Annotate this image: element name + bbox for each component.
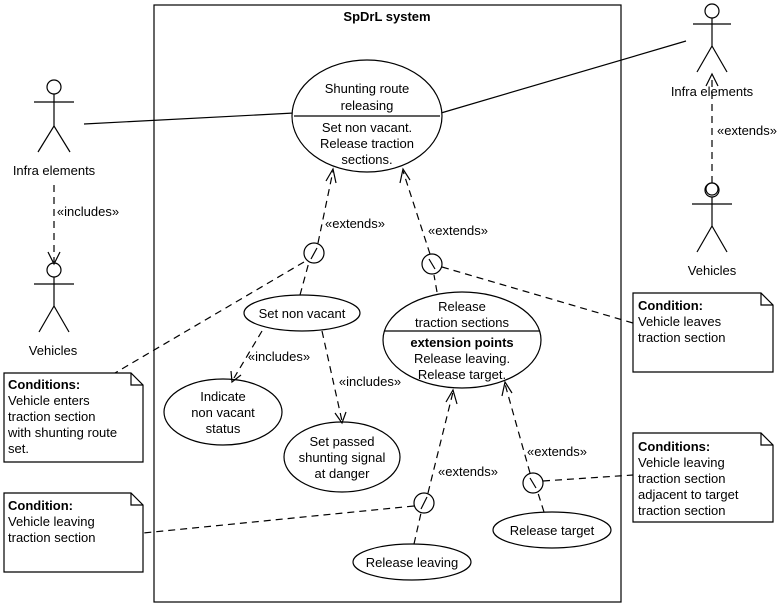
relation-includes-set-passed: «includes» bbox=[321, 330, 401, 425]
association-infra-left bbox=[83, 112, 295, 125]
note-vehicle-leaves-line-2: traction section bbox=[638, 330, 725, 345]
note-vehicle-leaving-line-1: Vehicle leaving bbox=[8, 514, 95, 529]
extension-point-release-leaving: Release leaving. bbox=[414, 351, 510, 366]
note-vehicle-enters-line-1: Vehicle enters bbox=[8, 393, 90, 408]
note-vehicle-leaving-line-2: traction section bbox=[8, 530, 95, 545]
extends-leaving-label: «extends» bbox=[438, 464, 498, 479]
note-vehicle-leaving-title: Condition: bbox=[8, 498, 73, 513]
use-case-release-target: Release target bbox=[492, 511, 612, 549]
note-vehicle-enters: Conditions: Vehicle enters traction sect… bbox=[3, 372, 144, 463]
relation-includes-actor: «includes» bbox=[47, 185, 119, 266]
set-passed-line-1: Set passed bbox=[309, 434, 374, 449]
relation-includes-indicate: «includes» bbox=[230, 330, 310, 384]
relation-extends-actor: «extends» bbox=[705, 72, 777, 196]
use-case-shunting-route-releasing: Shunting route releasing Set non vacant.… bbox=[291, 59, 443, 173]
relation-extends-release-leaving: «extends» bbox=[413, 388, 498, 545]
release-target-label: Release target bbox=[510, 523, 595, 538]
actor-vehicles-left-label: Vehicles bbox=[29, 343, 78, 358]
actor-vehicles-right-label: Vehicles bbox=[688, 263, 737, 278]
note-vehicle-enters-line-2: traction section bbox=[8, 409, 95, 424]
use-case-set-non-vacant: Set non vacant bbox=[243, 294, 361, 332]
use-case-release-leaving: Release leaving bbox=[352, 543, 472, 581]
note-connector-vehicle-enters bbox=[114, 261, 305, 374]
note-connector-vehicle-leaving-adjacent bbox=[542, 474, 634, 482]
extends-set-nv-label: «extends» bbox=[325, 216, 385, 231]
actor-infra-left-label: Infra elements bbox=[13, 163, 96, 178]
relation-extends-set-non-vacant: «extends» bbox=[299, 167, 385, 296]
note-vehicle-leaves: Condition: Vehicle leaves traction secti… bbox=[632, 292, 774, 373]
includes-actor-label: «includes» bbox=[57, 204, 119, 219]
use-case-indicate-non-vacant: Indicate non vacant status bbox=[163, 378, 283, 446]
note-connector-vehicle-leaves bbox=[441, 266, 634, 324]
note-vehicle-leaves-title: Condition: bbox=[638, 298, 703, 313]
shunting-name-line-2: releasing bbox=[341, 98, 394, 113]
shunting-detail-line-2: Release traction bbox=[320, 136, 414, 151]
release-traction-name-line-2: traction sections bbox=[415, 315, 509, 330]
actor-infra-right: Infra elements bbox=[671, 3, 754, 99]
note-vehicle-enters-line-3: with shunting route bbox=[7, 425, 117, 440]
actor-vehicles-right: Vehicles bbox=[688, 182, 737, 278]
relation-extends-release-traction: «extends» bbox=[399, 167, 488, 293]
actor-infra-left: Infra elements bbox=[13, 79, 96, 178]
system-title: SpDrL system bbox=[343, 9, 430, 24]
note-vehicle-leaves-line-1: Vehicle leaves bbox=[638, 314, 722, 329]
release-leaving-label: Release leaving bbox=[366, 555, 459, 570]
includes-indicate-label: «includes» bbox=[248, 349, 310, 364]
note-vehicle-leaving-adjacent-title: Conditions: bbox=[638, 439, 710, 454]
use-case-release-traction-sections: Release traction sections extension poin… bbox=[382, 291, 542, 389]
shunting-name-line-1: Shunting route bbox=[325, 81, 410, 96]
note-connector-vehicle-leaving bbox=[142, 505, 415, 534]
indicate-line-1: Indicate bbox=[200, 389, 246, 404]
release-traction-name-line-1: Release bbox=[438, 299, 486, 314]
actor-vehicles-left: Vehicles bbox=[29, 262, 78, 358]
relation-extends-release-target: «extends» bbox=[501, 380, 587, 513]
extension-points-header: extension points bbox=[410, 335, 513, 350]
indicate-line-3: status bbox=[206, 421, 241, 436]
set-passed-line-2: shunting signal bbox=[299, 450, 386, 465]
actor-infra-right-label: Infra elements bbox=[671, 84, 754, 99]
extension-point-release-target: Release target. bbox=[418, 367, 506, 382]
extends-actor-label: «extends» bbox=[717, 123, 777, 138]
association-infra-right bbox=[440, 40, 687, 114]
note-vehicle-enters-title: Conditions: bbox=[8, 377, 80, 392]
note-vehicle-leaving-adjacent-line-1: Vehicle leaving bbox=[638, 455, 725, 470]
note-vehicle-leaving-adjacent-line-3: adjacent to target bbox=[638, 487, 739, 502]
note-vehicle-leaving: Condition: Vehicle leaving traction sect… bbox=[3, 492, 144, 573]
use-case-set-passed-signal: Set passed shunting signal at danger bbox=[283, 421, 401, 493]
note-vehicle-enters-line-4: set. bbox=[8, 441, 29, 456]
set-non-vacant-label: Set non vacant bbox=[259, 306, 346, 321]
note-vehicle-leaving-adjacent-line-2: traction section bbox=[638, 471, 725, 486]
extends-target-label: «extends» bbox=[527, 444, 587, 459]
extends-release-ts-label: «extends» bbox=[428, 223, 488, 238]
set-passed-line-3: at danger bbox=[315, 466, 371, 481]
note-vehicle-leaving-adjacent-line-4: traction section bbox=[638, 503, 725, 518]
indicate-line-2: non vacant bbox=[191, 405, 255, 420]
shunting-detail-line-1: Set non vacant. bbox=[322, 120, 412, 135]
includes-set-passed-label: «includes» bbox=[339, 374, 401, 389]
note-vehicle-leaving-adjacent: Conditions: Vehicle leaving traction sec… bbox=[632, 432, 774, 523]
shunting-detail-line-3: sections. bbox=[341, 152, 392, 167]
